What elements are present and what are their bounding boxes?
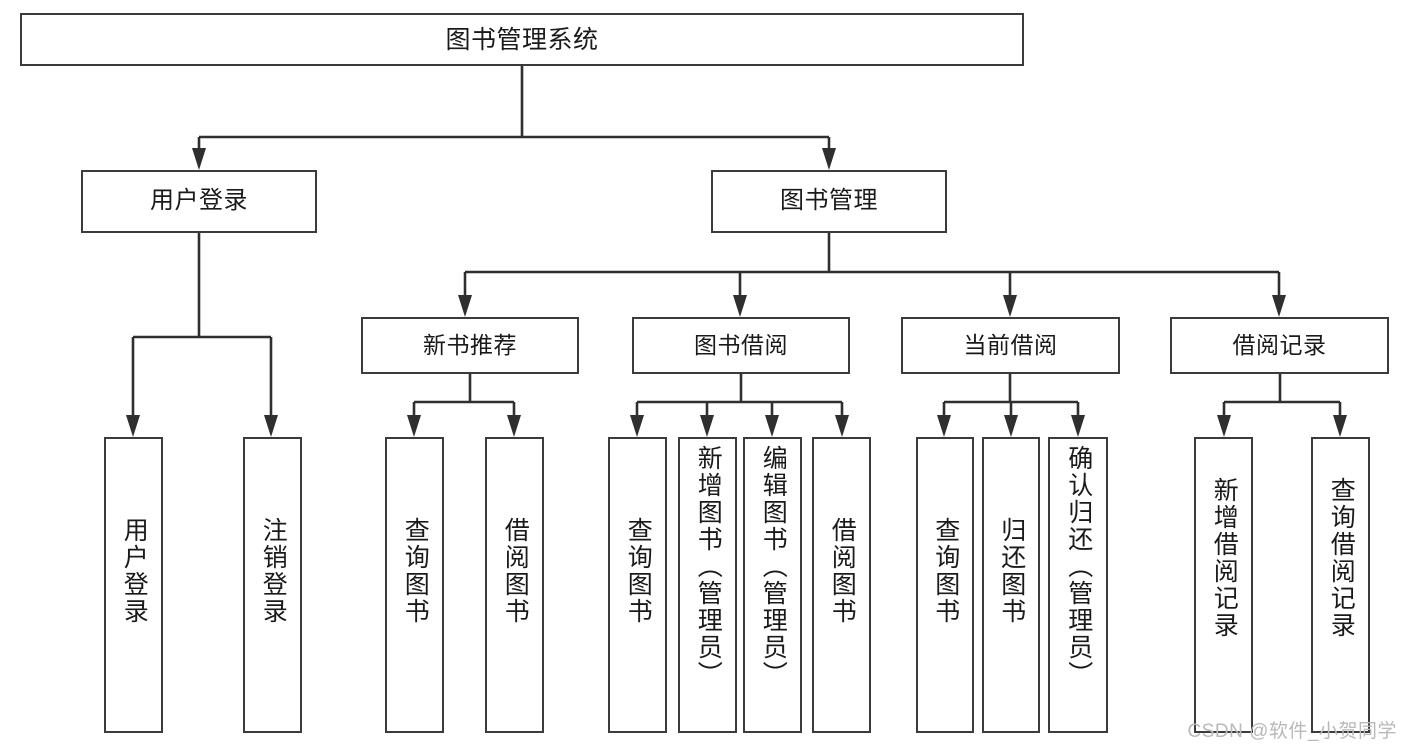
arrow-bookborrow-leaf-4 <box>835 415 849 437</box>
node-label: 查询图书 <box>931 517 960 625</box>
node-book-management[interactable]: 图书管理 <box>711 170 947 233</box>
node-label: 归还图书 <box>997 517 1026 625</box>
arrow-borrow-records <box>1272 295 1286 317</box>
arrow-user-login-leaf <box>126 415 140 437</box>
node-label: 借阅图书 <box>828 517 857 625</box>
leaf-new-book-borrow-book[interactable]: 借阅图书 <box>485 437 544 733</box>
node-label: 借阅记录 <box>1232 331 1327 358</box>
leaf-user-login-login[interactable]: 用户登录 <box>104 437 163 733</box>
node-current-borrow[interactable]: 当前借阅 <box>901 317 1120 374</box>
node-label: 用户登录 <box>120 517 149 625</box>
leaf-borrow-records-query-record[interactable]: 查询借阅记录 <box>1311 437 1370 733</box>
node-label: 查询图书 <box>624 517 653 625</box>
arrow-currentborrow-leaf-2 <box>1004 415 1018 437</box>
node-label: 图书管理系统 <box>445 25 599 54</box>
arrow-book-mgmt <box>822 148 836 170</box>
node-borrow-records[interactable]: 借阅记录 <box>1170 317 1389 374</box>
node-label: 确认归还（管理员） <box>1064 445 1093 688</box>
watermark-text: CSDN @软件_小贺同学 <box>1187 721 1397 742</box>
arrow-logout-leaf <box>264 415 278 437</box>
leaf-book-borrow-edit-book-admin[interactable]: 编辑图书（管理员） <box>743 437 802 733</box>
leaf-new-book-query-book[interactable]: 查询图书 <box>385 437 444 733</box>
leaf-current-borrow-query-book[interactable]: 查询图书 <box>916 437 974 733</box>
node-label: 编辑图书（管理员） <box>759 445 788 688</box>
leaf-borrow-records-add-record[interactable]: 新增借阅记录 <box>1194 437 1253 733</box>
arrow-currentborrow-leaf-3 <box>1071 415 1085 437</box>
node-label: 图书借阅 <box>694 331 788 358</box>
node-label: 图书管理 <box>780 187 878 215</box>
node-label: 查询借阅记录 <box>1327 477 1356 639</box>
leaf-book-borrow-add-book-admin[interactable]: 新增图书（管理员） <box>678 437 737 733</box>
arrow-user-login <box>192 148 206 170</box>
node-label: 查询图书 <box>401 517 430 625</box>
leaf-book-borrow-query-book[interactable]: 查询图书 <box>608 437 667 733</box>
node-label: 借阅图书 <box>501 517 530 625</box>
node-label: 新增借阅记录 <box>1210 477 1239 639</box>
arrow-bookborrow-leaf-1 <box>630 415 644 437</box>
arrow-new-book <box>458 295 472 317</box>
node-new-book-recommend[interactable]: 新书推荐 <box>361 317 579 374</box>
arrow-borrowrecords-leaf-1 <box>1217 415 1231 437</box>
node-label: 新增图书（管理员） <box>694 445 723 688</box>
node-book-borrow[interactable]: 图书借阅 <box>632 317 850 374</box>
node-user-login[interactable]: 用户登录 <box>81 170 317 233</box>
leaf-book-borrow-borrow-book[interactable]: 借阅图书 <box>812 437 871 733</box>
arrow-bookborrow-leaf-3 <box>765 415 779 437</box>
arrow-currentborrow-leaf-1 <box>937 415 951 437</box>
node-label: 当前借阅 <box>963 331 1058 358</box>
arrow-borrowrecords-leaf-2 <box>1333 415 1347 437</box>
node-label: 用户登录 <box>150 187 248 215</box>
node-label: 注销登录 <box>259 517 288 625</box>
arrow-current-borrow <box>1003 295 1017 317</box>
arrow-newbook-leaf-1 <box>407 415 421 437</box>
leaf-current-borrow-return-book[interactable]: 归还图书 <box>982 437 1040 733</box>
arrow-bookborrow-leaf-2 <box>700 415 714 437</box>
node-label: 新书推荐 <box>423 331 517 358</box>
node-root-book-management-system[interactable]: 图书管理系统 <box>20 13 1024 66</box>
leaf-user-login-logout[interactable]: 注销登录 <box>243 437 302 733</box>
arrow-newbook-leaf-2 <box>507 415 521 437</box>
leaf-current-borrow-confirm-return-admin[interactable]: 确认归还（管理员） <box>1048 437 1108 733</box>
arrow-book-borrow <box>733 295 747 317</box>
